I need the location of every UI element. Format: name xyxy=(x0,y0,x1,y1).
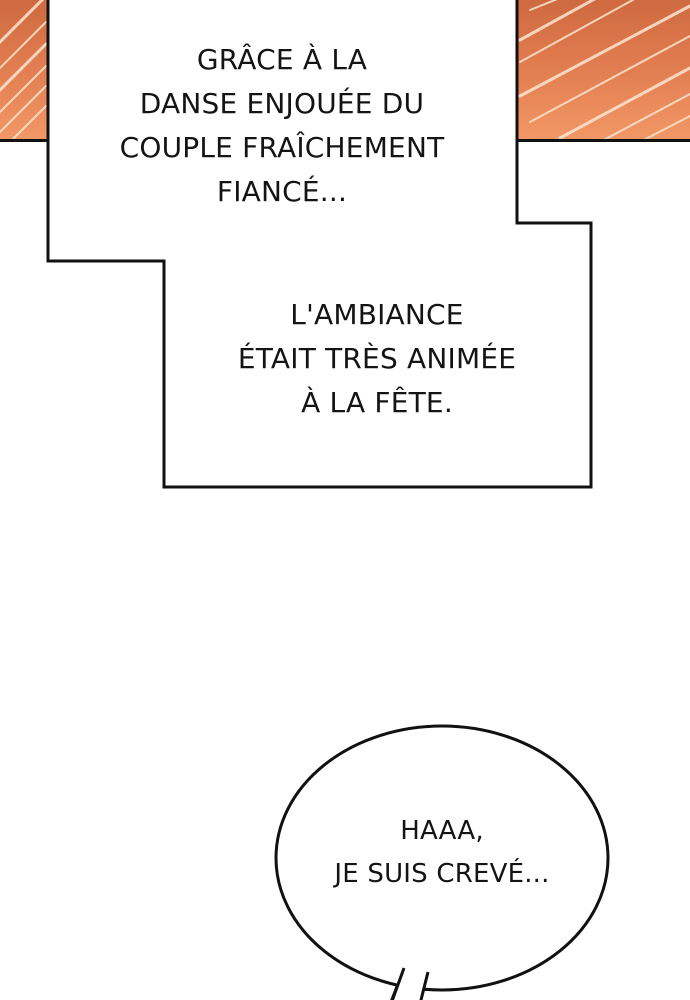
caption-1-line: GRÂCE À LA xyxy=(196,43,368,76)
caption-box-outline xyxy=(46,0,593,489)
speech-bubble-shape xyxy=(274,724,610,1000)
caption-2-line: À LA FÊTE. xyxy=(301,386,453,419)
speech-bubble-text: HAAA, JE SUIS CREVÉ... xyxy=(296,810,588,896)
caption-1-line: COUPLE FRAÎCHEMENT xyxy=(119,131,445,164)
caption-1-line: DANSE ENJOUÉE DU xyxy=(139,87,425,120)
speed-lines-right xyxy=(518,0,690,142)
caption-text-1: GRÂCE À LA DANSE ENJOUÉE DU COUPLE FRAÎC… xyxy=(90,38,474,214)
caption-1-line: FIANCÉ... xyxy=(216,175,348,208)
speed-lines-left xyxy=(0,0,690,142)
speech-line: HAAA, xyxy=(400,816,484,846)
speech-line: JE SUIS CREVÉ... xyxy=(334,859,550,889)
caption-2-line: L'AMBIANCE xyxy=(290,298,464,331)
caption-text-2: L'AMBIANCE ÉTAIT TRÈS ANIMÉE À LA FÊTE. xyxy=(212,293,542,425)
caption-2-line: ÉTAIT TRÈS ANIMÉE xyxy=(237,342,517,375)
